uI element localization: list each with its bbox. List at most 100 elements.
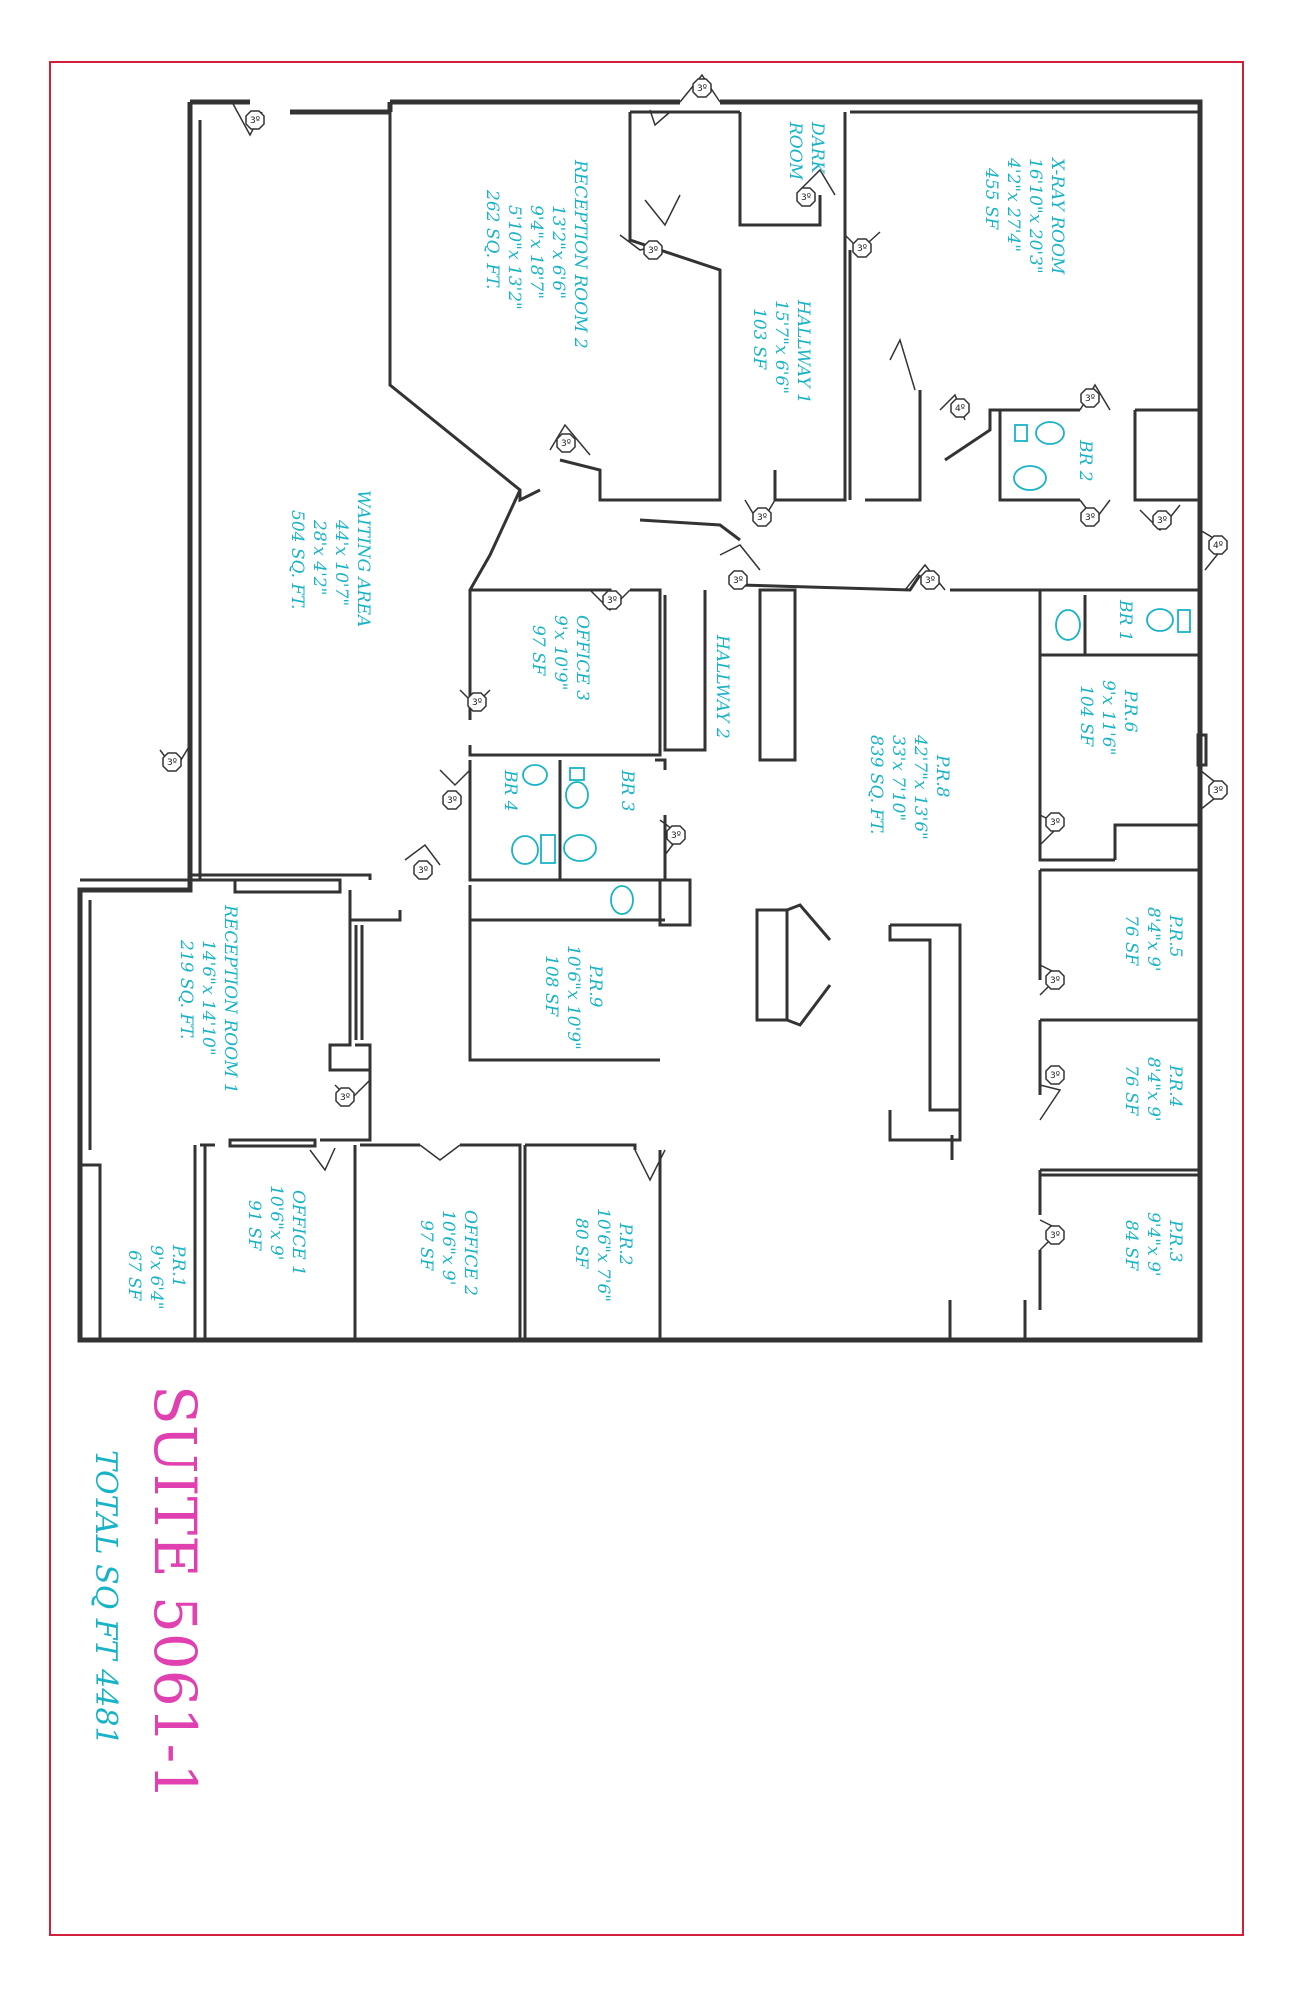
door-tag: 3º bbox=[692, 78, 712, 98]
room-label-pr-4: P.R.4 8'4"x 9' 76 SF bbox=[1121, 1057, 1185, 1122]
svg-text:3º: 3º bbox=[1050, 976, 1060, 986]
svg-text:3º: 3º bbox=[340, 1093, 350, 1103]
door-tag: 3º bbox=[920, 570, 940, 590]
svg-text:16'10"x 20'3": 16'10"x 20'3" bbox=[1025, 158, 1045, 274]
room-label-br-3: BR 3 bbox=[617, 769, 637, 812]
svg-text:455 SF: 455 SF bbox=[981, 167, 1001, 230]
door-tag: 3º bbox=[162, 752, 182, 772]
svg-text:3º: 3º bbox=[1085, 394, 1095, 404]
room-label-x-ray-room: X-RAY ROOM 16'10"x 20'3" 4'2"x 27'4" 455… bbox=[981, 156, 1067, 275]
toilet-icon bbox=[511, 834, 556, 865]
door-tag: 3º bbox=[1208, 780, 1228, 800]
svg-text:HALLWAY 2: HALLWAY 2 bbox=[712, 634, 732, 739]
room-label-hallway-2: HALLWAY 2 bbox=[712, 634, 732, 739]
door-tag: 3º bbox=[602, 590, 622, 610]
svg-text:8'4"x 9': 8'4"x 9' bbox=[1143, 907, 1163, 972]
svg-text:44'x 10'7": 44'x 10'7" bbox=[331, 519, 351, 606]
room-label-office-3: OFFICE 3 9'x 10'9" 97 SF bbox=[528, 615, 592, 701]
room-label-office-1: OFFICE 1 10'6"x 9' 91 SF bbox=[244, 1185, 308, 1276]
svg-text:3º: 3º bbox=[1213, 786, 1223, 796]
door-tag: 3º bbox=[643, 240, 663, 260]
svg-text:15'7"x 6'6": 15'7"x 6'6" bbox=[771, 300, 791, 394]
svg-text:3º: 3º bbox=[757, 513, 767, 523]
toilet-icon bbox=[1146, 608, 1191, 633]
sink-icon bbox=[610, 885, 634, 915]
svg-text:P.R.6: P.R.6 bbox=[1120, 689, 1140, 733]
svg-text:504 SQ. FT.: 504 SQ. FT. bbox=[287, 510, 307, 609]
door-tag: 3º bbox=[1152, 510, 1172, 530]
svg-text:10'6"x 9': 10'6"x 9' bbox=[266, 1185, 286, 1260]
svg-text:3º: 3º bbox=[925, 576, 935, 586]
svg-text:28'x 4'2": 28'x 4'2" bbox=[309, 519, 329, 595]
svg-text:9'4"x 9': 9'4"x 9' bbox=[1143, 1212, 1163, 1277]
room-label-pr-9: P.R.9 10'6"x 10'9" 108 SF bbox=[541, 945, 605, 1050]
svg-text:4º: 4º bbox=[1213, 541, 1223, 551]
svg-text:3º: 3º bbox=[472, 698, 482, 708]
door-tag: 3º bbox=[1045, 1225, 1065, 1245]
total-sq-ft: TOTAL SQ FT 4481 bbox=[88, 1450, 123, 1746]
room-label-pr-2: P.R.2 10'6"x 7'6" 80 SF bbox=[571, 1208, 635, 1302]
svg-text:ROOM: ROOM bbox=[785, 121, 805, 181]
svg-text:BR 3: BR 3 bbox=[617, 769, 637, 812]
svg-text:67 SF: 67 SF bbox=[124, 1250, 144, 1302]
door-tag: 3º bbox=[752, 507, 772, 527]
svg-text:9'x 6'4": 9'x 6'4" bbox=[146, 1245, 166, 1310]
svg-text:5'10"x 13'2": 5'10"x 13'2" bbox=[504, 205, 524, 310]
room-label-office-2: OFFICE 2 10'6"x 9' 97 SF bbox=[416, 1210, 480, 1296]
svg-text:9'4"x 18'7": 9'4"x 18'7" bbox=[526, 205, 546, 299]
room-label-reception-room-1: RECEPTION ROOM 1 14'6"x 14'10" 219 SQ. F… bbox=[176, 904, 240, 1094]
svg-text:P.R.8: P.R.8 bbox=[932, 754, 952, 798]
toilet-icon bbox=[565, 767, 589, 809]
room-label-br-4: BR 4 bbox=[500, 769, 520, 812]
room-label-br-2: BR 2 bbox=[1075, 439, 1095, 482]
svg-text:84 SF: 84 SF bbox=[1121, 1220, 1141, 1272]
svg-text:9'x 10'9": 9'x 10'9" bbox=[550, 615, 570, 690]
svg-text:14'6"x 14'10": 14'6"x 14'10" bbox=[198, 940, 218, 1056]
svg-text:10'6"x 7'6": 10'6"x 7'6" bbox=[593, 1208, 613, 1302]
svg-text:RECEPTION ROOM 1: RECEPTION ROOM 1 bbox=[220, 904, 240, 1094]
svg-text:OFFICE 2: OFFICE 2 bbox=[460, 1210, 480, 1296]
svg-text:WAITING AREA: WAITING AREA bbox=[353, 490, 373, 627]
door-tag: 3º bbox=[796, 187, 816, 207]
door-tag: 3º bbox=[1080, 507, 1100, 527]
door-tag: 3º bbox=[1045, 812, 1065, 832]
svg-text:76 SF: 76 SF bbox=[1121, 915, 1141, 967]
door-tag: 3º bbox=[467, 692, 487, 712]
svg-text:BR 1: BR 1 bbox=[1115, 599, 1135, 642]
svg-text:4'2"x 27'4": 4'2"x 27'4" bbox=[1003, 157, 1023, 252]
svg-text:10'6"x 10'9": 10'6"x 10'9" bbox=[563, 945, 583, 1050]
svg-text:P.R.1: P.R.1 bbox=[168, 1244, 188, 1287]
sheet-border bbox=[49, 61, 1244, 1936]
svg-text:P.R.2: P.R.2 bbox=[615, 1222, 635, 1265]
door-tag: 3º bbox=[413, 860, 433, 880]
door-tag: 3º bbox=[666, 825, 686, 845]
svg-text:3º: 3º bbox=[607, 596, 617, 606]
door-tag: 3º bbox=[1045, 970, 1065, 990]
sink-icon bbox=[1013, 465, 1047, 491]
outer-walls bbox=[77, 99, 1203, 1343]
suite-title: SUITE 5061-1 bbox=[141, 1385, 209, 1800]
svg-text:OFFICE 1: OFFICE 1 bbox=[288, 1190, 308, 1276]
svg-text:3º: 3º bbox=[648, 246, 658, 256]
svg-text:3º: 3º bbox=[697, 84, 707, 94]
door-tag: 3º bbox=[556, 433, 576, 453]
svg-text:108 SF: 108 SF bbox=[541, 955, 561, 1017]
sink-icon bbox=[522, 764, 548, 786]
svg-text:9'x 11'6": 9'x 11'6" bbox=[1098, 680, 1118, 755]
room-label-pr-5: P.R.5 8'4"x 9' 76 SF bbox=[1121, 907, 1185, 972]
svg-text:3º: 3º bbox=[1157, 516, 1167, 526]
room-label-dark-room: DARK ROOM bbox=[785, 121, 827, 181]
svg-text:4º: 4º bbox=[955, 404, 965, 414]
room-label-reception-room-2: RECEPTION ROOM 2 13'2"x 6'6" 9'4"x 18'7"… bbox=[482, 159, 590, 349]
svg-text:P.R.4: P.R.4 bbox=[1165, 1064, 1185, 1107]
room-label-waiting-area: WAITING AREA 44'x 10'7" 28'x 4'2" 504 SQ… bbox=[287, 490, 373, 627]
svg-text:P.R.9: P.R.9 bbox=[585, 964, 605, 1008]
door-tag: 3º bbox=[728, 570, 748, 590]
bathroom-fixtures bbox=[511, 421, 1191, 915]
svg-text:76 SF: 76 SF bbox=[1121, 1065, 1141, 1117]
svg-text:839 SQ. FT.: 839 SQ. FT. bbox=[866, 735, 886, 834]
room-label-pr-1: P.R.1 9'x 6'4" 67 SF bbox=[124, 1244, 188, 1310]
svg-text:SUITE 5061-1: SUITE 5061-1 bbox=[141, 1385, 209, 1800]
svg-text:P.R.3: P.R.3 bbox=[1165, 1219, 1185, 1262]
door-tag: 4º bbox=[1208, 535, 1228, 555]
